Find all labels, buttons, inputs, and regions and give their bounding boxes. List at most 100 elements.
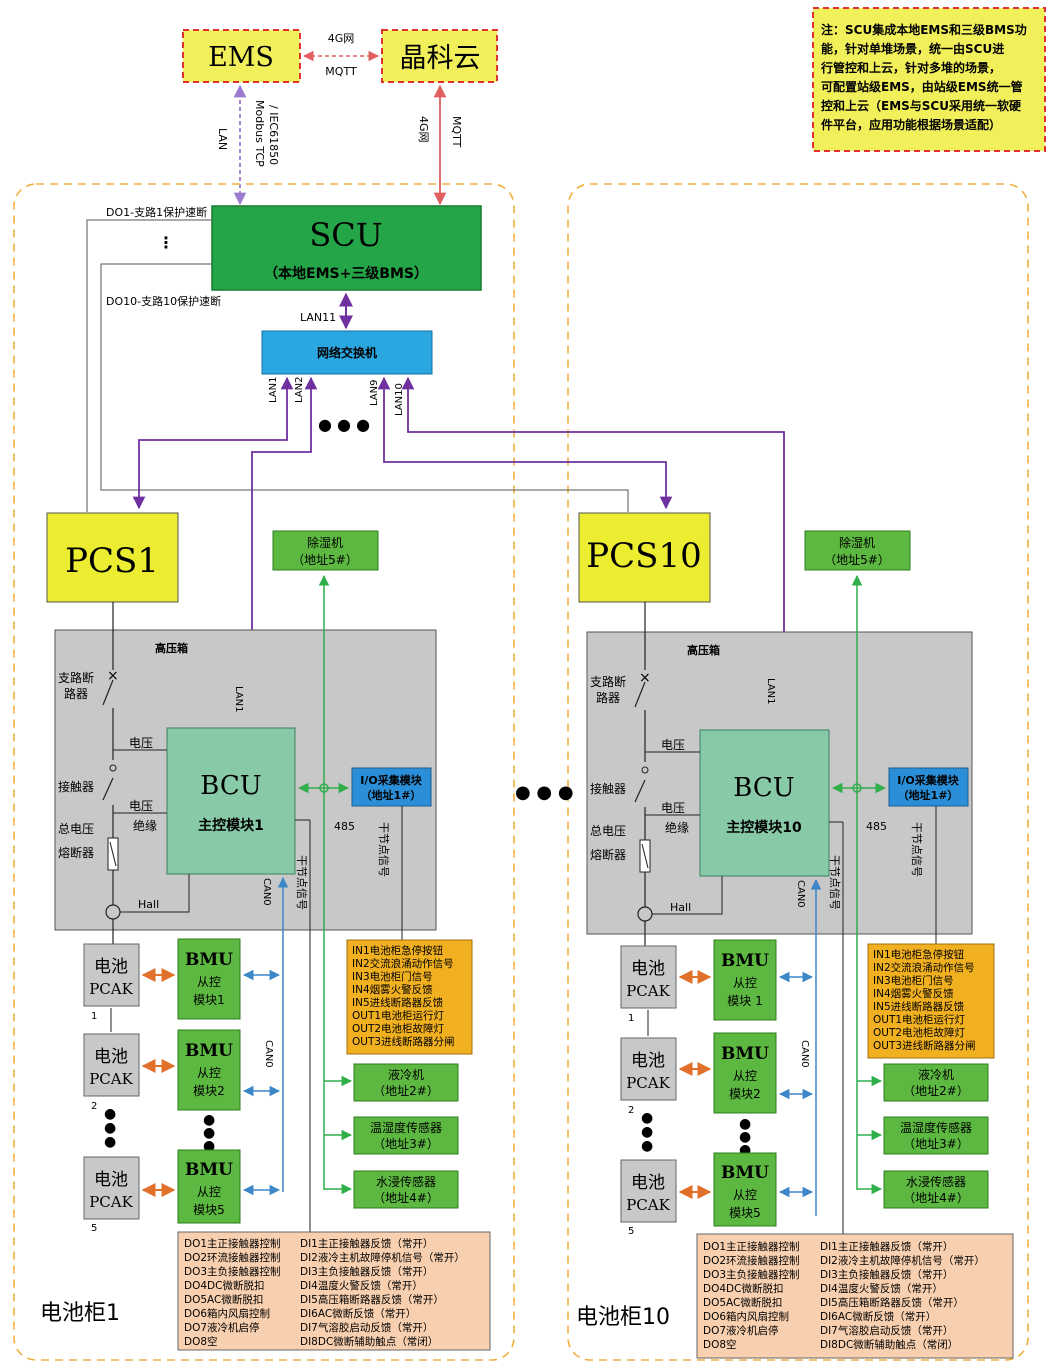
th-sensor-box <box>353 1116 459 1155</box>
io-signal-items: IN1电池柜急停按钮 IN2交流浪涌动作信号 IN3电池柜门信号 IN4烟雾火警… <box>873 948 976 1052</box>
fuse-core <box>641 843 649 869</box>
io-signal-items: IN1电池柜急停按钮 IN2交流浪涌动作信号 IN3电池柜门信号 IN4烟雾火警… <box>352 944 455 1048</box>
water-sensor-addr: （地址4#） <box>373 1191 439 1205</box>
di-item: DI8DC微断辅助触点（常闭） <box>300 1335 438 1348</box>
do-list: DO1主正接触器控制 DO2环流接触器控制 DO3主负接触器控制 DO4DC微断… <box>184 1237 281 1348</box>
battery-pack-a: 电池 <box>94 957 128 977</box>
di-item: DI8DC微断辅助触点（常闭） <box>820 1338 958 1351</box>
battery-pack-b: PCAK <box>626 1196 670 1214</box>
bmu-module-name: 模块2 <box>193 1084 225 1098</box>
io-signal: OUT2电池柜故障灯 <box>352 1022 445 1035</box>
th-sensor-name: 温湿度传感器 <box>370 1120 442 1135</box>
bmu-title: BMU <box>721 1163 769 1183</box>
bmu-module <box>177 1149 241 1224</box>
battery-pack-num: 2 <box>628 1105 634 1116</box>
switch-lan2-label: LAN2 <box>294 377 305 403</box>
breaker-label: 支路断 <box>590 674 626 689</box>
io-signal: OUT1电池柜运行灯 <box>873 1013 966 1026</box>
lan2-to-bcu1 <box>245 376 318 724</box>
can0-label: CAN0 <box>799 1040 810 1068</box>
chiller-box <box>353 1063 459 1102</box>
di-item: DI5高压箱断路器反馈（常开） <box>820 1296 964 1309</box>
io-module-title: I/O采集模块 <box>897 773 959 787</box>
ems-scu-modbus: Modbus TCP <box>253 100 266 167</box>
breaker-switch <box>634 681 646 708</box>
voltage-label: 电压 <box>661 738 685 752</box>
io-signal-list <box>346 939 473 1055</box>
bmu-module-name: 模块5 <box>193 1203 225 1217</box>
dry-contact-label: 干节点信号 <box>295 855 308 910</box>
note-text: 注：SCU集成本地EMS和三级BMS功 能，针对单堆场景，统一由SCU进 行管控… <box>820 22 1027 132</box>
pack-ellipsis: ● <box>641 1110 653 1126</box>
voltage-label: 电压 <box>129 736 153 750</box>
scu-box <box>211 205 482 291</box>
breaker-x-icon: × <box>107 668 119 684</box>
di-list: DI1主正接触器反馈（常开） DI2液冷主机故障停机信号（常开） DI3主负接触… <box>300 1237 465 1348</box>
battery-pack <box>83 1033 140 1097</box>
di-item: DI7气溶胶启动反馈（常开） <box>820 1324 953 1337</box>
bmu-title: BMU <box>721 1044 769 1064</box>
contactor-node <box>109 764 117 772</box>
do-item: DO4DC微断脱扣 <box>703 1282 783 1295</box>
bmu-module <box>177 938 241 1020</box>
voltage-label: 电压 <box>129 799 153 813</box>
io-signal: IN2交流浪涌动作信号 <box>873 961 975 974</box>
fuse-core <box>109 841 117 867</box>
hall-label: Hall <box>138 898 159 911</box>
ems-scu-iec: / IEC61850 <box>267 105 280 165</box>
contactor-switch <box>102 777 114 801</box>
di-item: DI4温度火警反馈（常开） <box>820 1282 943 1295</box>
di-item: DI3主负接触器反馈（常开） <box>300 1265 433 1278</box>
contactor-switch <box>634 779 646 803</box>
can0-label: CAN0 <box>795 880 806 908</box>
do1-line <box>86 219 212 512</box>
insulation-label: 绝缘 <box>665 820 689 835</box>
bmu-role: 从控 <box>733 976 757 990</box>
pack-ellipsis: ● <box>104 1120 116 1136</box>
lan1-to-pcs1 <box>132 376 294 510</box>
th-sensor-name: 温湿度传感器 <box>900 1120 972 1135</box>
io-signal: IN1电池柜急停按钮 <box>873 948 965 961</box>
water-sensor-name: 水浸传感器 <box>376 1174 436 1189</box>
pcs-label: PCS10 <box>586 536 701 576</box>
bmu-module <box>713 939 777 1021</box>
di-item: DI6AC微断反馈（常开） <box>820 1310 936 1323</box>
cloud-scu-mqtt: MQTT <box>450 116 463 148</box>
water-sensor-box <box>883 1170 989 1209</box>
bmu-role: 从控 <box>197 1066 221 1080</box>
battery-cabinet-10: PCS10 除湿机 （地址5#） 高压箱 × 支路断 路器 接触器 总电压 熔断… <box>576 512 1014 1359</box>
pack-ellipsis: ● <box>104 1106 116 1122</box>
ems-box <box>182 29 301 83</box>
battery-pack-a: 电池 <box>94 1170 128 1190</box>
cloud-label: 晶科云 <box>400 43 481 74</box>
th-sensor-addr: （地址3#） <box>373 1137 439 1151</box>
bcu-box <box>166 727 296 875</box>
chiller-addr: （地址2#） <box>373 1084 439 1098</box>
battery-pack-b: PCAK <box>89 980 133 998</box>
bmu-ellipsis: ● <box>203 1125 215 1141</box>
can0-label: CAN0 <box>261 878 272 906</box>
hv-box-label: 高压箱 <box>155 641 188 655</box>
io-module-addr: （地址1#） <box>361 788 422 802</box>
bmu-role: 从控 <box>197 975 221 989</box>
io-module <box>351 767 432 807</box>
water-sensor-name: 水浸传感器 <box>906 1174 966 1189</box>
di-item: DI1主正接触器反馈（常开） <box>300 1237 433 1250</box>
water-sensor-box <box>353 1170 459 1209</box>
di-item: DI1主正接触器反馈（常开） <box>820 1240 953 1253</box>
io-signal: OUT3进线断路器分闸 <box>352 1035 455 1048</box>
pack-ellipsis: ● <box>641 1138 653 1154</box>
switch-dots: ● ● ● <box>318 415 370 434</box>
dehumidifier-box <box>272 530 379 571</box>
bmu-title: BMU <box>185 950 233 970</box>
note-line: 注：SCU集成本地EMS和三级BMS功 <box>821 22 1027 37</box>
note-box <box>812 7 1046 152</box>
do-item: DO2环流接触器控制 <box>703 1254 800 1267</box>
do-item: DO2环流接触器控制 <box>184 1251 281 1264</box>
dry-contact-label: 干节点信号 <box>377 822 390 877</box>
do1-label: DO1-支路1保护速断 <box>106 205 207 219</box>
breaker-label: 支路断 <box>58 670 94 685</box>
scu-subtitle: （本地EMS+三级BMS） <box>264 265 428 282</box>
water-sensor-addr: （地址4#） <box>903 1191 969 1205</box>
